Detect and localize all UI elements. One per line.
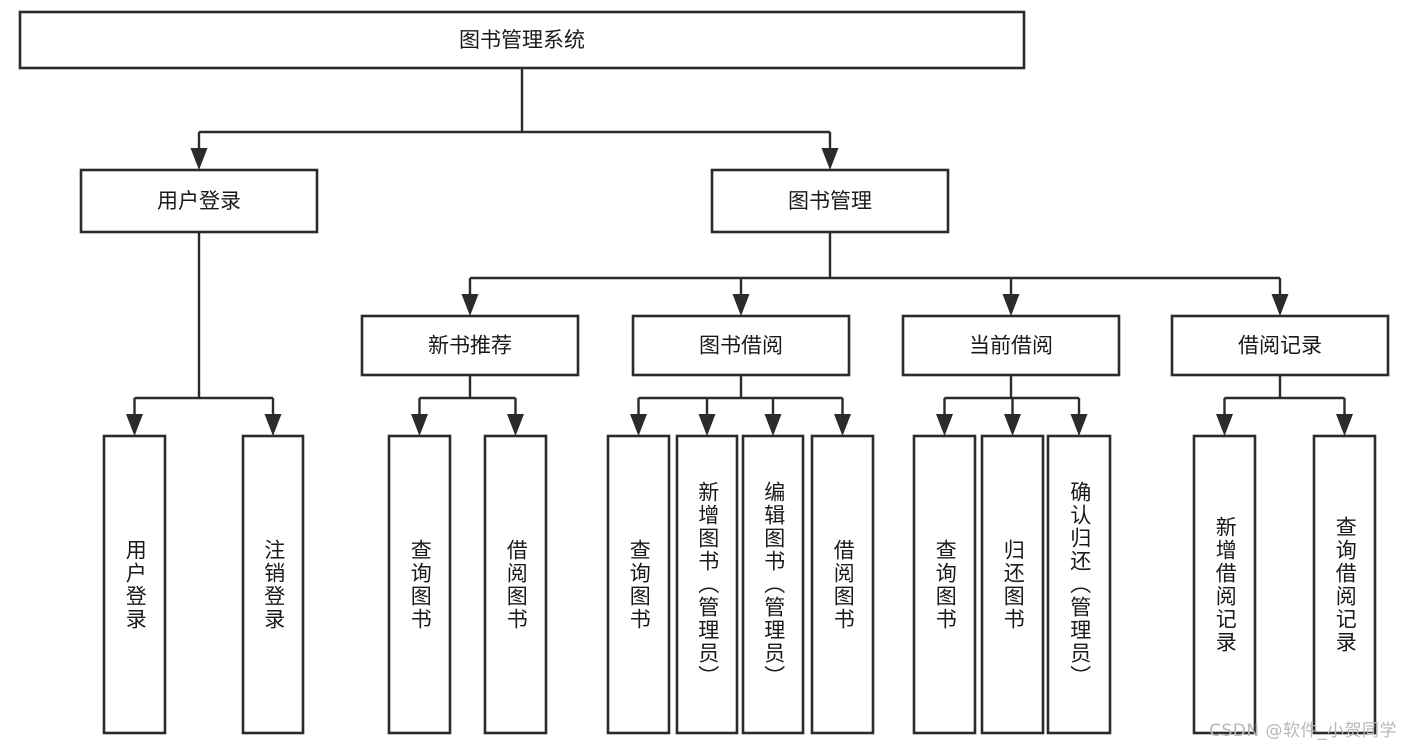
node-label-borrow_record: 借阅记录 xyxy=(1238,334,1322,358)
node-box-leaf_query_book_3[interactable] xyxy=(912,434,977,735)
node-label-wrap-leaf_edit_book: 编辑图书（管理员） xyxy=(743,436,803,733)
node-box-borrow_record[interactable] xyxy=(1170,314,1390,377)
node-label-wrap-leaf_add_book: 新增图书（管理员） xyxy=(677,436,737,733)
node-box-leaf_query_book_2[interactable] xyxy=(606,434,671,735)
node-label-wrap-leaf_query_book_1: 查询图书 xyxy=(389,436,450,733)
nodes-layer xyxy=(18,10,1390,735)
node-label-new_book_rec: 新书推荐 xyxy=(428,334,512,358)
node-box-leaf_query_record[interactable] xyxy=(1312,434,1377,735)
csdn-watermark: CSDN @软件_小贺同学 xyxy=(1209,721,1397,741)
arrow-head-leaf_query_record xyxy=(1336,414,1353,436)
node-label-leaf_edit_book: 编辑图书（管理员） xyxy=(761,481,786,688)
node-label-wrap-leaf_query_book_3: 查询图书 xyxy=(914,436,975,733)
node-label-leaf_borrow_book_2: 借阅图书 xyxy=(831,538,856,631)
node-label-book_manage: 图书管理 xyxy=(788,189,872,213)
node-box-leaf_confirm_return[interactable] xyxy=(1046,434,1112,735)
node-box-leaf_edit_book[interactable] xyxy=(741,434,805,735)
arrow-head-leaf_confirm_return xyxy=(1070,414,1088,436)
arrow-head-book_manage xyxy=(821,148,839,170)
arrow-head-leaf_user_login xyxy=(126,414,143,436)
node-label-wrap-leaf_query_book_2: 查询图书 xyxy=(608,436,669,733)
node-label-leaf_query_book_1: 查询图书 xyxy=(408,538,433,631)
node-box-book_manage[interactable] xyxy=(710,168,950,234)
node-label-wrap-leaf_user_login: 用户登录 xyxy=(104,436,165,733)
arrow-head-leaf_add_record xyxy=(1216,414,1233,436)
node-label-wrap-leaf_borrow_book_1: 借阅图书 xyxy=(485,436,546,733)
node-box-root[interactable] xyxy=(18,10,1026,70)
node-label-leaf_query_book_3: 查询图书 xyxy=(933,538,958,631)
node-box-leaf_user_logout[interactable] xyxy=(241,434,305,735)
node-label-wrap-leaf_add_record: 新增借阅记录 xyxy=(1194,436,1255,733)
node-box-new_book_rec[interactable] xyxy=(360,314,580,377)
node-box-leaf_borrow_book_1[interactable] xyxy=(483,434,548,735)
node-box-leaf_return_book[interactable] xyxy=(980,434,1045,735)
node-label-leaf_return_book: 归还图书 xyxy=(1001,538,1026,631)
arrow-head-book_borrow xyxy=(732,294,750,316)
node-label-leaf_add_book: 新增图书（管理员） xyxy=(695,481,720,688)
node-label-root: 图书管理系统 xyxy=(459,28,585,52)
arrow-head-leaf_query_book_2 xyxy=(630,414,647,436)
arrow-head-leaf_add_book xyxy=(698,414,716,436)
arrow-head-current_borrow xyxy=(1002,294,1020,316)
arrow-head-leaf_borrow_book_2 xyxy=(834,414,851,436)
node-label-wrap-leaf_query_record: 查询借阅记录 xyxy=(1314,436,1375,733)
node-label-wrap-leaf_borrow_book_2: 借阅图书 xyxy=(812,436,873,733)
node-label-leaf_query_record: 查询借阅记录 xyxy=(1333,515,1358,654)
node-box-leaf_add_book[interactable] xyxy=(675,434,739,735)
node-box-user_login[interactable] xyxy=(79,168,319,234)
arrow-head-leaf_query_book_1 xyxy=(411,414,428,436)
arrow-head-leaf_query_book_3 xyxy=(936,414,953,436)
node-label-user_login: 用户登录 xyxy=(157,189,241,213)
arrow-head-leaf_borrow_book_1 xyxy=(507,414,524,436)
node-box-leaf_add_record[interactable] xyxy=(1192,434,1257,735)
node-box-current_borrow[interactable] xyxy=(901,314,1121,377)
node-box-leaf_borrow_book_2[interactable] xyxy=(810,434,875,735)
node-label-current_borrow: 当前借阅 xyxy=(969,334,1053,358)
arrow-head-leaf_return_book xyxy=(1004,414,1021,436)
node-label-leaf_query_book_2: 查询图书 xyxy=(627,538,652,631)
node-label-wrap-leaf_user_logout: 注销登录 xyxy=(243,436,303,733)
arrow-head-user_login xyxy=(190,148,208,170)
node-label-book_borrow: 图书借阅 xyxy=(699,334,783,358)
edges-layer xyxy=(126,68,1353,436)
node-box-leaf_query_book_1[interactable] xyxy=(387,434,452,735)
arrow-head-borrow_record xyxy=(1271,294,1289,316)
arrow-head-leaf_edit_book xyxy=(764,414,782,436)
node-box-leaf_user_login[interactable] xyxy=(102,434,167,735)
node-label-leaf_user_login: 用户登录 xyxy=(123,538,148,631)
node-label-leaf_add_record: 新增借阅记录 xyxy=(1213,515,1238,654)
node-box-book_borrow[interactable] xyxy=(631,314,851,377)
arrow-head-leaf_user_logout xyxy=(264,414,282,436)
node-label-wrap-leaf_confirm_return: 确认归还（管理员） xyxy=(1048,436,1110,733)
arrow-head-new_book_rec xyxy=(461,294,479,316)
node-label-leaf_user_logout: 注销登录 xyxy=(261,538,286,631)
node-label-leaf_confirm_return: 确认归还（管理员） xyxy=(1067,481,1092,688)
node-label-leaf_borrow_book_1: 借阅图书 xyxy=(504,538,529,631)
node-label-wrap-leaf_return_book: 归还图书 xyxy=(982,436,1043,733)
